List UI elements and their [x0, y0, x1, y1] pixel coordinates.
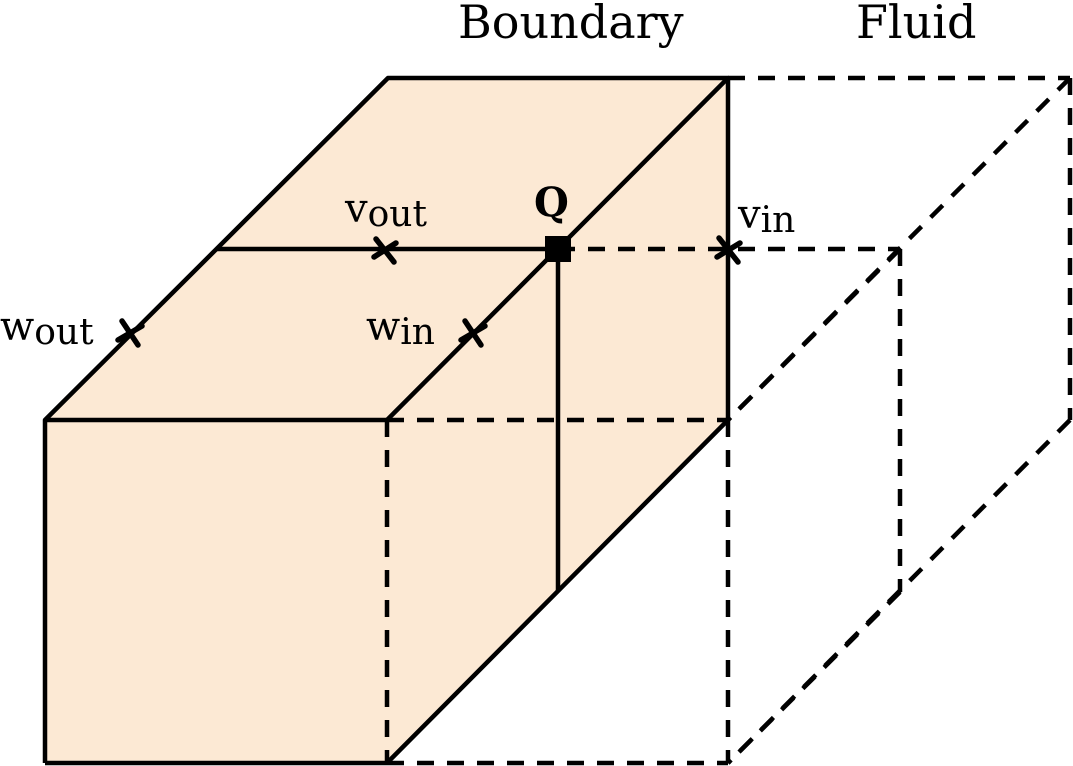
- w-out-base: w: [0, 304, 34, 350]
- v-out-base: v: [344, 186, 368, 232]
- v-out-marker: [371, 236, 399, 265]
- fluid-label: Fluid: [856, 0, 976, 49]
- w-in-label: win: [366, 304, 435, 353]
- sample-markers: [115, 235, 743, 348]
- w-in-marker: [458, 318, 488, 348]
- fluid-cells: [384, 75, 1073, 766]
- v-in-sub: in: [761, 200, 796, 241]
- fluid-lower-diagonal: [726, 590, 902, 765]
- boundary-front-face: [45, 420, 387, 763]
- w-out-sub: out: [34, 312, 94, 353]
- v-in-base: v: [737, 192, 761, 238]
- v-in-label: vin: [737, 192, 795, 241]
- w-in-sub: in: [400, 312, 435, 353]
- w-in-base: w: [366, 304, 400, 350]
- v-in-marker: [714, 235, 743, 265]
- v-out-sub: out: [368, 194, 428, 235]
- v-out-label: vout: [344, 186, 427, 235]
- w-out-label: wout: [0, 304, 94, 353]
- w-out-marker: [115, 318, 145, 348]
- fluid-mid-diagonal: [726, 247, 902, 422]
- q-label: Q: [534, 179, 569, 226]
- boundary-label: Boundary: [458, 0, 684, 49]
- q-point-marker: [545, 236, 571, 262]
- boundary-outline: [42, 75, 731, 765]
